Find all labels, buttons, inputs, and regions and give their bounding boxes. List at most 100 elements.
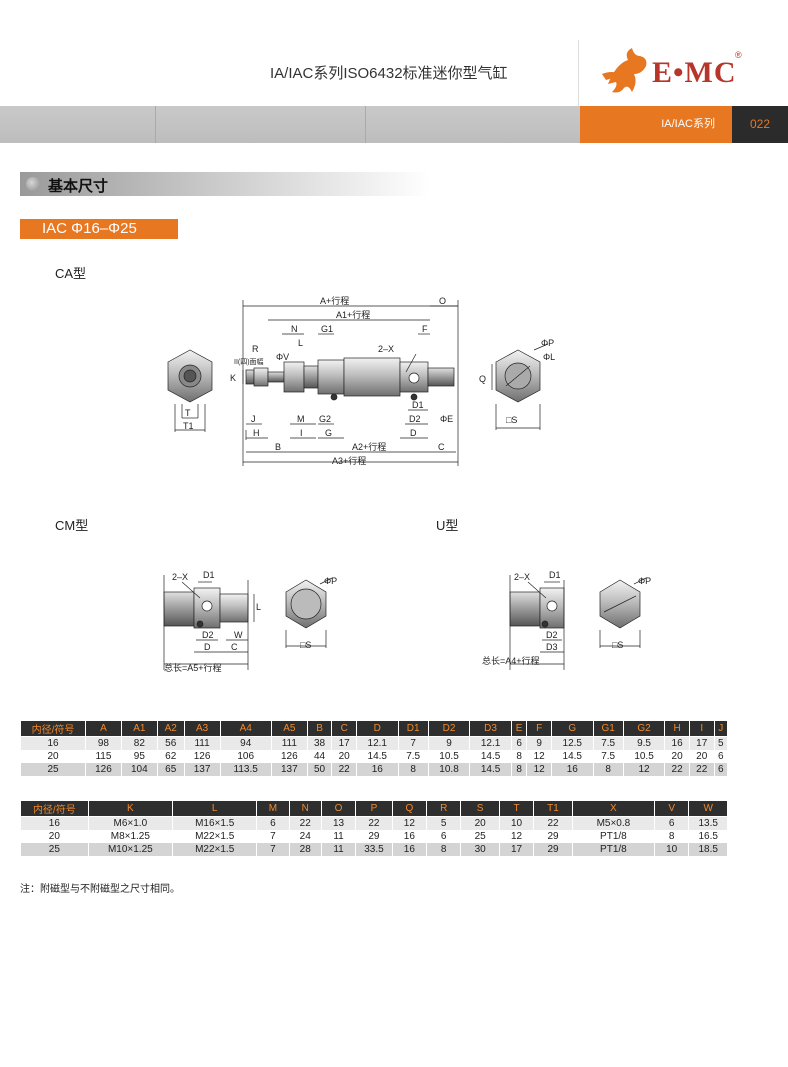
table-cell: 7.5	[397, 750, 429, 763]
table-cell: 126	[85, 763, 122, 776]
table-cell: 7	[397, 736, 429, 750]
dim-2x-label: 2–X	[378, 344, 394, 354]
cm-rear-hex-view	[285, 577, 333, 648]
dim-phi-p-label: ΦP	[541, 338, 554, 348]
dim-ii-label: II(四)面幅	[234, 357, 264, 366]
table-cell: 10.5	[427, 750, 471, 763]
dim-d-label: D	[410, 428, 417, 438]
dim-a3-label: A3+行程	[332, 455, 366, 466]
table-cell: M5×0.8	[571, 816, 656, 830]
cm-side-view	[163, 575, 255, 670]
table-cell: 82	[120, 736, 158, 750]
table-cell: 56	[156, 736, 185, 750]
table-cell: 17	[498, 843, 535, 856]
dim-r-label: R	[252, 344, 259, 354]
table-cell: 115	[85, 750, 122, 763]
page-number: 022	[749, 117, 771, 131]
table-cell: 12	[622, 763, 666, 776]
table-cell: 9	[427, 736, 471, 750]
page-title: IA/IAC系列ISO6432标准迷你型气缸	[270, 65, 508, 82]
table-cell: 6	[654, 816, 690, 830]
section-title: 基本尺寸	[48, 178, 109, 195]
cm-d2-label: D2	[202, 630, 214, 640]
dim-h-label: H	[253, 428, 260, 438]
table-cell: 10.8	[427, 763, 471, 776]
table-cell: 20	[20, 830, 89, 843]
table-cell: 16	[551, 763, 594, 776]
logo-text: E•MC	[652, 56, 737, 89]
dim-phi-l-label: ΦL	[543, 352, 555, 362]
table-cell: 98	[85, 736, 122, 750]
table-cell: 18.5	[688, 843, 728, 856]
table-header-cell: Q	[391, 800, 428, 817]
table-header-cell: A5	[270, 720, 308, 737]
table-header-cell: A4	[219, 720, 272, 737]
table-cell: 38	[306, 736, 333, 750]
table-cell: 22	[688, 763, 715, 776]
band-divider	[155, 106, 156, 143]
band-divider	[365, 106, 366, 143]
table-cell: 29	[533, 830, 573, 843]
emc-logo-icon	[602, 48, 647, 93]
table-cell: 17	[331, 736, 357, 750]
table-cell: 22	[533, 816, 573, 830]
table-cell: 11	[320, 843, 357, 856]
u-s-label: □S	[612, 640, 623, 650]
ca-front-hex-view	[167, 349, 213, 432]
cm-type-label: CM型	[55, 518, 89, 533]
table-header-cell: 内径/符号	[20, 800, 89, 817]
table-cell: 22	[288, 816, 322, 830]
u-2x-label: 2–X	[514, 572, 530, 582]
table-header-cell: 内径/符号	[20, 720, 86, 737]
table-cell: 12	[526, 750, 552, 763]
table-header-cell: G1	[592, 720, 624, 737]
cm-w-label: W	[234, 630, 243, 640]
table-cell: 12	[391, 816, 428, 830]
cm-c-label: C	[231, 642, 238, 652]
table-cell: 12	[526, 763, 552, 776]
u-rear-hex-view	[599, 577, 647, 648]
table-header-cell: D2	[427, 720, 471, 737]
technical-drawing: A+行程 A1+行程 O N G1 F L R ΦV II(四)面幅 K 2–X…	[163, 295, 651, 673]
table-cell: 16	[391, 843, 428, 856]
table-cell: M6×1.0	[87, 816, 174, 830]
table-cell: 8	[426, 843, 462, 856]
cm-2x-label: 2–X	[172, 572, 188, 582]
dim-d1-label: D1	[412, 400, 424, 410]
table-cell: 6	[510, 736, 528, 750]
table-cell: 9.5	[622, 736, 666, 750]
table-cell: 14.5	[469, 763, 512, 776]
table-cell: 10.5	[622, 750, 666, 763]
dim-g2-label: G2	[319, 414, 331, 424]
table-cell: 65	[156, 763, 185, 776]
ca-type-label: CA型	[55, 266, 87, 281]
table-cell: 14.5	[469, 750, 512, 763]
dim-t-label: T	[185, 408, 191, 418]
table-cell: 25	[20, 763, 86, 776]
dim-m-label: M	[297, 414, 305, 424]
u-d1-label: D1	[549, 570, 561, 580]
table-header-cell: A1	[120, 720, 158, 737]
ca-rear-hex-view	[491, 343, 549, 430]
series-tab	[580, 106, 732, 143]
table-cell: 104	[120, 763, 158, 776]
table-header-cell: G	[551, 720, 594, 737]
table-cell: 25	[460, 830, 500, 843]
table-cell: 16	[664, 736, 690, 750]
table-cell: 12.1	[355, 736, 399, 750]
table-cell: 113.5	[219, 763, 272, 776]
dim-q-label: Q	[479, 374, 486, 384]
ca-side-view	[242, 300, 459, 466]
table-cell: 29	[533, 843, 573, 856]
table-header-cell: A3	[183, 720, 221, 737]
table-header-cell: W	[688, 800, 728, 817]
table-header-cell: F	[526, 720, 552, 737]
table-cell: 126	[183, 750, 221, 763]
cm-total-label: 总长=A5+行程	[164, 662, 222, 673]
table-cell: 111	[183, 736, 221, 750]
